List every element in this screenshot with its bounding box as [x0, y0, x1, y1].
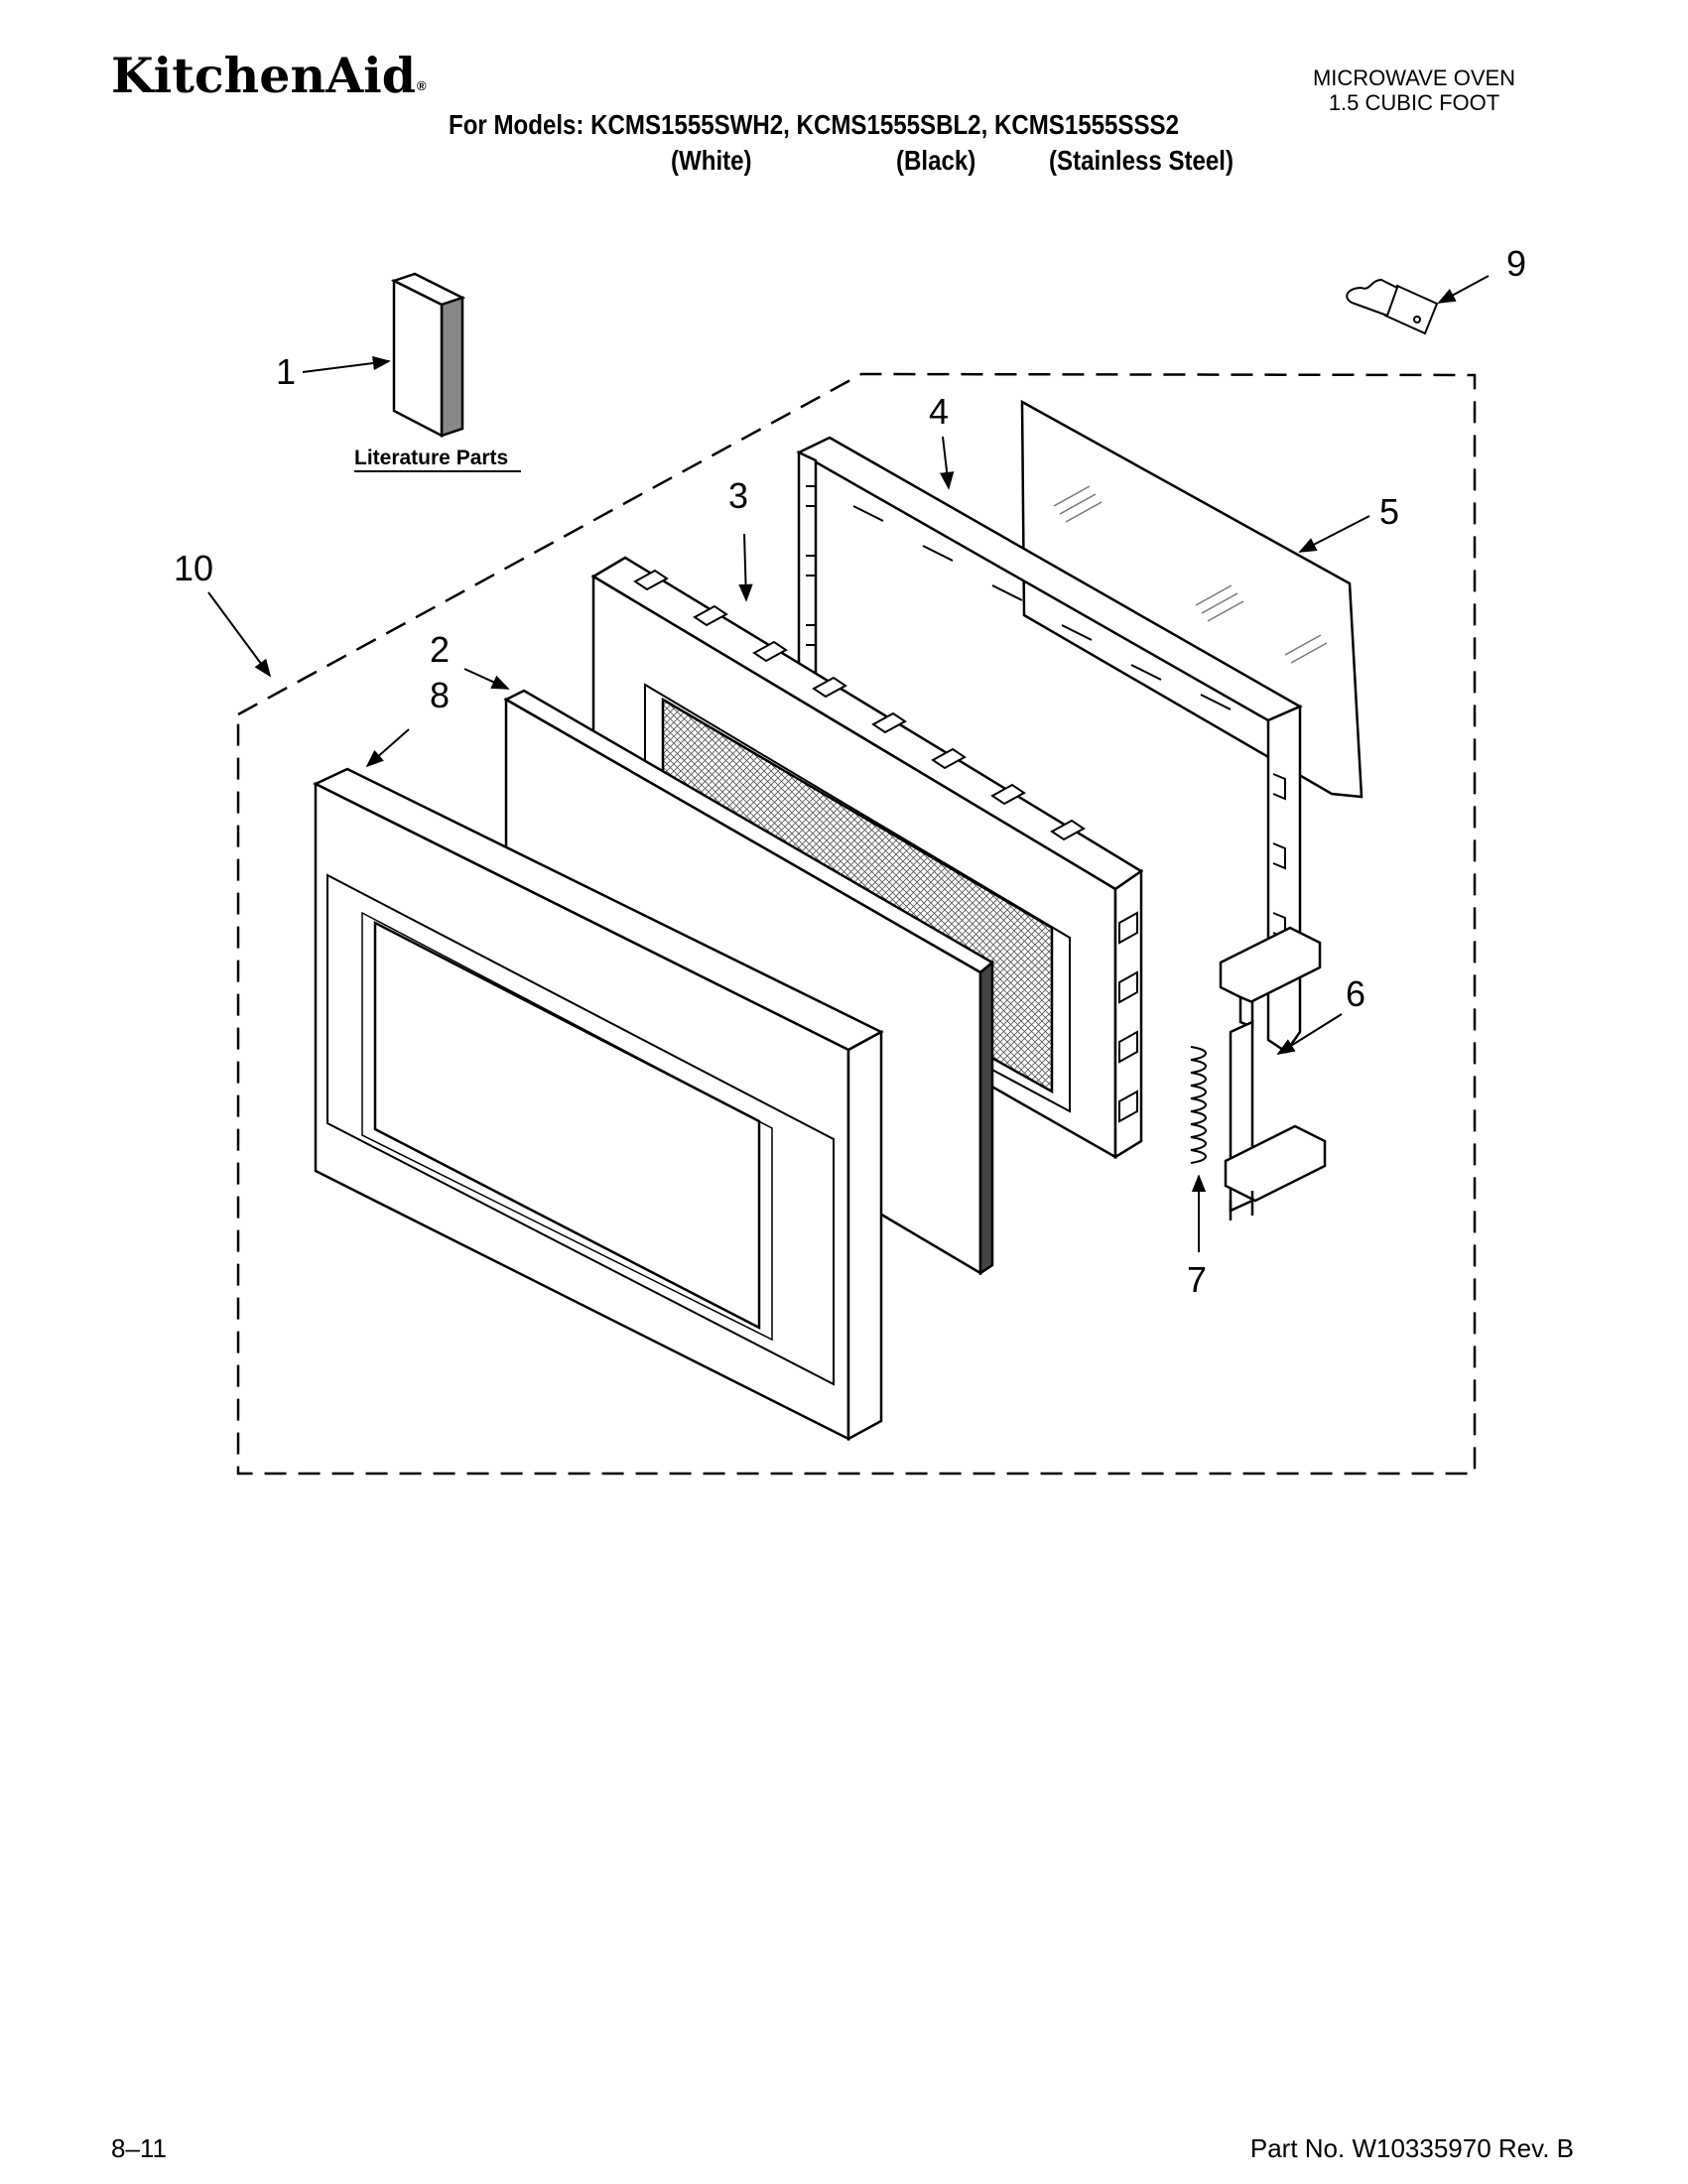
callout-3: 3 [728, 475, 748, 516]
callout-5: 5 [1379, 491, 1399, 532]
models-line: For Models: KCMS1555SWH2, KCMS1555SBL2, … [449, 109, 1180, 140]
callout-8: 8 [430, 675, 450, 715]
appliance-type: MICROWAVE OVEN [1312, 65, 1516, 90]
page-number: 8–11 [111, 2133, 167, 2163]
leader-5 [1298, 515, 1370, 553]
callout-6: 6 [1346, 973, 1365, 1014]
variant-white: (White) [671, 145, 752, 176]
variant-black: (Black) [896, 145, 976, 176]
leader-1 [302, 355, 391, 373]
hinge-bracket [1346, 278, 1439, 335]
literature-parts-label: Literature Parts [354, 447, 508, 469]
leader-8 [365, 728, 410, 768]
leader-3 [738, 533, 753, 602]
brand-name: KitchenAid [111, 47, 416, 104]
leader-10 [207, 591, 272, 678]
inner-door-frame [796, 436, 1303, 1054]
leader-2 [463, 668, 510, 690]
leader-6 [1276, 1013, 1343, 1055]
door-front-frame [313, 767, 884, 1442]
registered-mark: ® [417, 78, 427, 93]
callout-4: 4 [929, 391, 949, 432]
callout-10: 10 [174, 548, 213, 588]
part-number: Part No. W10335970 Rev. B [1249, 2133, 1574, 2163]
door-assembly-boundary [236, 372, 1477, 1476]
door-latch [1219, 926, 1327, 1220]
appliance-capacity: 1.5 CUBIC FOOT [1328, 90, 1500, 115]
variant-stainless: (Stainless Steel) [1049, 145, 1234, 176]
leader-9 [1437, 275, 1490, 304]
latch-spring [1190, 1046, 1207, 1164]
callout-1: 1 [276, 351, 296, 392]
appliance-description: MICROWAVE OVEN 1.5 CUBIC FOOT [1255, 65, 1573, 115]
callout-7: 7 [1187, 1259, 1207, 1300]
kitchenaid-logo: KitchenAid® [111, 52, 427, 100]
callout-9: 9 [1506, 243, 1526, 284]
leader-4 [939, 436, 955, 490]
literature-booklet [390, 272, 466, 439]
callout-2: 2 [430, 629, 450, 670]
